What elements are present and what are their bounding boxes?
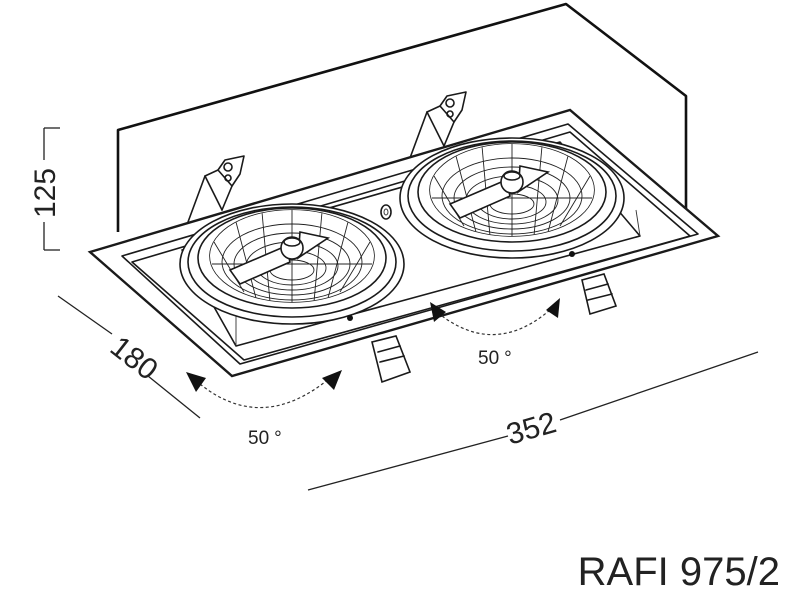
rotation-arrow-left [186,370,342,409]
rotation-angle-left-label: 50° [248,428,282,449]
dimension-height-label: 125 [29,168,62,218]
bottom-clip-left [371,335,412,384]
rotation-angle-right-label: 50° [478,348,512,369]
dimension-length [307,351,759,491]
bottom-clip-right [581,273,618,316]
model-name: RAFI 975/2 [577,550,780,594]
spring-clip-right [409,91,467,159]
dimension-depth-label: 180 [104,330,164,387]
spring-clip-left [187,155,245,223]
center-screw [380,204,392,220]
lamp-module-right [399,137,625,259]
lamp-module-left [179,203,405,325]
rotation-arrow-right [430,298,560,336]
dimension-depth [57,295,201,419]
housing-box [116,2,688,232]
dimension-height [43,127,60,251]
outer-frame [87,108,721,378]
dimension-length-label: 352 [503,406,560,452]
